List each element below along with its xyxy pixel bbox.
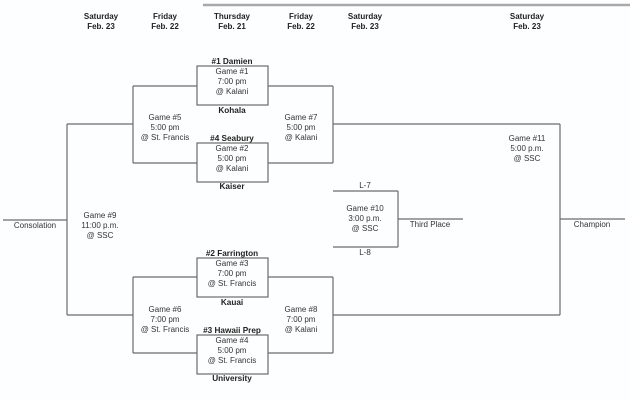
game-label: Game #5 (148, 113, 182, 122)
game-2-info: Game #2 5:00 pm @ Kalani (216, 144, 249, 174)
game-venue: @ St. Francis (207, 279, 257, 288)
champion-label: Champion (573, 220, 611, 229)
game-1-top-team: #1 Damien (211, 57, 253, 66)
game-venue: @ SSC (513, 154, 541, 163)
header-day: Friday (152, 12, 178, 21)
game-venue: @ Kalani (215, 164, 249, 173)
game-3-info: Game #3 7:00 pm @ St. Francis (208, 259, 257, 289)
header-col-1: Saturday Feb. 23 (84, 12, 118, 31)
game-7-info: Game #7 5:00 pm @ Kalani (285, 113, 318, 143)
game-5-info: Game #5 5:00 pm @ St. Francis (141, 113, 190, 143)
header-col-2: Friday Feb. 22 (151, 12, 179, 31)
header-date: Feb. 22 (287, 21, 315, 31)
game-venue: @ St. Francis (140, 133, 190, 142)
header-day: Friday (288, 12, 314, 21)
game-4-info: Game #4 5:00 pm @ St. Francis (208, 336, 257, 366)
header-col-6: Saturday Feb. 23 (510, 12, 544, 31)
header-day: Thursday (213, 12, 251, 21)
game-label: Game #9 (83, 211, 117, 220)
game-time: 5:00 pm (217, 154, 247, 163)
game-time: 3:00 p.m. (348, 214, 382, 223)
header-col-3: Thursday Feb. 21 (214, 12, 250, 31)
game-time: 7:00 pm (286, 315, 316, 324)
game-time: 5:00 pm (217, 346, 247, 355)
game-4-box (196, 334, 269, 375)
game-label: Game #8 (284, 305, 318, 314)
header-col-4: Friday Feb. 22 (287, 12, 315, 31)
game-11-info: Game #11 5:00 p.m. @ SSC (509, 134, 546, 164)
game-venue: @ Kalani (215, 87, 249, 96)
header-date: Feb. 23 (87, 21, 115, 31)
game-8-info: Game #8 7:00 pm @ Kalani (285, 305, 318, 335)
game-venue: @ SSC (86, 231, 114, 240)
game-label: Game #10 (346, 204, 384, 213)
game-time: 5:00 pm (150, 123, 180, 132)
game-label: Game #11 (508, 134, 546, 143)
game-venue: @ St. Francis (207, 356, 257, 365)
game-label: Game #7 (284, 113, 318, 122)
third-place-label: Third Place (409, 220, 451, 229)
header-col-5: Saturday Feb. 23 (348, 12, 382, 31)
game-venue: @ St. Francis (140, 325, 190, 334)
game-venue: @ SSC (351, 224, 379, 233)
header-date: Feb. 23 (513, 21, 541, 31)
game-4-top-team: #3 Hawaii Prep (203, 326, 261, 335)
game-label: Game #2 (215, 144, 249, 153)
game-10-top-label: L-7 (359, 181, 371, 190)
header-day: Saturday (83, 12, 119, 21)
header-date: Feb. 23 (351, 21, 379, 31)
game-1-info: Game #1 7:00 pm @ Kalani (216, 67, 249, 97)
game-6-info: Game #6 7:00 pm @ St. Francis (141, 305, 190, 335)
game-2-top-team: #4 Seabury (210, 134, 254, 143)
game-time: 5:00 pm (286, 123, 316, 132)
game-3-bottom-team: Kauai (220, 298, 244, 307)
game-time: 7:00 pm (217, 269, 247, 278)
game-10-info: Game #10 3:00 p.m. @ SSC (346, 204, 383, 234)
game-time: 5:00 p.m. (510, 144, 544, 153)
game-time: 7:00 pm (217, 77, 247, 86)
game-2-bottom-team: Kaiser (219, 182, 245, 191)
game-venue: @ Kalani (284, 325, 318, 334)
game-4-bottom-team: University (212, 374, 252, 383)
game-label: Game #6 (148, 305, 182, 314)
game-venue: @ Kalani (284, 133, 318, 142)
game-time: 11:00 p.m. (81, 221, 119, 230)
game-label: Game #4 (215, 336, 249, 345)
game-3-top-team: #2 Farrington (205, 249, 259, 258)
game-label: Game #3 (215, 259, 249, 268)
game-time: 7:00 pm (150, 315, 180, 324)
game-9-info: Game #9 11:00 p.m. @ SSC (81, 211, 118, 241)
consolation-label: Consolation (13, 221, 57, 230)
header-day: Saturday (347, 12, 383, 21)
game-10-bottom-label: L-8 (359, 248, 371, 257)
header-date: Feb. 21 (218, 21, 246, 31)
game-label: Game #1 (215, 67, 249, 76)
header-day: Saturday (509, 12, 545, 21)
game-1-bottom-team: Kohala (218, 106, 246, 115)
header-date: Feb. 22 (151, 21, 179, 31)
